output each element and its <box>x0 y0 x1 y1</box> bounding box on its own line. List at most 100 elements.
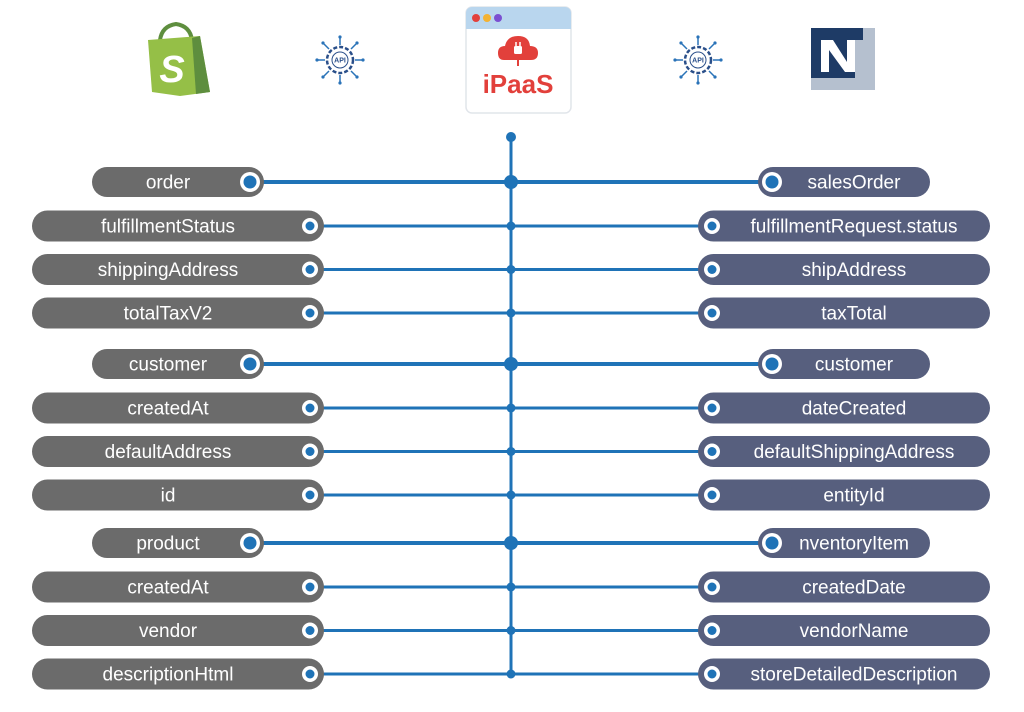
shopify-field-label: id <box>161 486 176 507</box>
netsuite-field-pill <box>758 528 930 558</box>
spine-junction-node <box>504 536 518 550</box>
shopify-field-label: defaultAddress <box>105 442 232 463</box>
shopify-logo: S <box>148 21 210 96</box>
child-mapping-row: descriptionHtml storeDetailedDescription <box>32 658 990 690</box>
shopify-field-label: shippingAddress <box>98 260 238 281</box>
left-connector-dot <box>305 490 315 500</box>
netsuite-field-pill <box>698 571 990 603</box>
shopify-field-pill <box>92 528 264 558</box>
child-mapping-row: createdAt createdDate <box>32 571 990 603</box>
api-label: API <box>334 58 346 65</box>
right-connector-dot <box>707 265 717 274</box>
left-connector-dot <box>305 308 315 318</box>
netsuite-field-label: defaultShippingAddress <box>754 442 955 463</box>
shopify-field-pill <box>32 254 324 285</box>
spine-junction-node <box>506 221 516 231</box>
left-connector-dot <box>305 447 315 456</box>
right-connector-dot <box>707 403 717 413</box>
netsuite-field-label: taxTotal <box>821 304 886 325</box>
netsuite-field-label: nventoryItem <box>799 534 909 555</box>
netsuite-logo <box>811 28 875 90</box>
netsuite-field-pill <box>698 297 990 329</box>
shopify-field-pill <box>32 436 324 467</box>
svg-text:S: S <box>159 49 184 91</box>
right-connector-dot <box>707 626 717 635</box>
shopify-field-label: vendor <box>139 621 198 642</box>
right-connector-dot <box>707 582 717 592</box>
right-connector-dot <box>765 175 779 189</box>
netsuite-field-label: storeDetailedDescription <box>751 665 958 686</box>
netsuite-field-pill <box>698 479 990 511</box>
api-label: API <box>692 58 704 65</box>
right-connector-dot <box>707 221 717 231</box>
shopify-field-pill <box>32 479 324 511</box>
api-gear-icon: API <box>673 35 723 85</box>
shopify-field-pill <box>32 297 324 329</box>
spine-junction-node <box>506 447 516 456</box>
netsuite-field-label: shipAddress <box>802 260 907 281</box>
parent-mapping-row: order salesOrder <box>92 167 930 197</box>
window-dot-icon <box>494 14 502 22</box>
shopify-field-label: customer <box>129 355 208 376</box>
shopify-field-label: createdAt <box>127 578 209 599</box>
left-connector-dot <box>243 536 257 550</box>
child-mapping-row: shippingAddress shipAddress <box>32 254 990 285</box>
right-connector-dot <box>707 447 717 456</box>
child-mapping-row: createdAt dateCreated <box>32 392 990 424</box>
netsuite-field-label: createdDate <box>802 578 906 599</box>
left-connector-dot <box>305 669 315 679</box>
netsuite-field-label: entityId <box>823 486 884 507</box>
spine-junction-node <box>506 626 516 635</box>
child-mapping-row: id entityId <box>32 479 990 511</box>
right-connector-dot <box>765 357 779 371</box>
cloud-plug-icon <box>498 36 538 66</box>
shopify-field-label: createdAt <box>127 399 209 420</box>
parent-mapping-row: product nventoryItem <box>92 528 930 558</box>
netsuite-field-label: fulfillmentRequest.status <box>751 217 958 238</box>
api-gear-icon: API <box>315 35 365 85</box>
spine-junction-node <box>506 669 516 679</box>
left-connector-dot <box>305 265 315 274</box>
shopify-field-pill <box>32 571 324 603</box>
right-connector-dot <box>765 536 779 550</box>
netsuite-field-pill <box>698 254 990 285</box>
left-connector-dot <box>305 221 315 231</box>
ipaas-card: iPaaS <box>465 6 572 114</box>
netsuite-field-label: salesOrder <box>808 173 902 194</box>
spine-junction-node <box>506 403 516 413</box>
spine-junction-node <box>506 582 516 592</box>
child-mapping-row: defaultAddress defaultShippingAddress <box>32 436 990 467</box>
shopify-field-pill <box>32 615 324 646</box>
shopify-field-label: totalTaxV2 <box>124 304 213 325</box>
spine-junction-node <box>506 308 516 318</box>
child-mapping-row: totalTaxV2 taxTotal <box>32 297 990 329</box>
ipaas-label: iPaaS <box>483 69 554 99</box>
left-connector-dot <box>243 357 257 371</box>
left-connector-dot <box>305 403 315 413</box>
right-connector-dot <box>707 308 717 318</box>
shopify-field-label: order <box>146 173 191 194</box>
window-dot-icon <box>472 14 480 22</box>
shopify-field-pill <box>32 210 324 242</box>
netsuite-field-pill <box>698 210 990 242</box>
spine-junction-node <box>506 265 516 274</box>
right-connector-dot <box>707 669 717 679</box>
spine-junction-node <box>504 175 518 189</box>
netsuite-field-pill <box>698 436 990 467</box>
left-connector-dot <box>305 626 315 635</box>
shopify-field-label: product <box>136 534 200 555</box>
shopify-field-pill <box>32 392 324 424</box>
netsuite-field-pill <box>758 349 930 379</box>
netsuite-field-pill <box>698 658 990 690</box>
netsuite-field-pill <box>758 167 930 197</box>
spine-top-node <box>506 132 516 142</box>
netsuite-field-label: vendorName <box>800 621 909 642</box>
shopify-field-pill <box>92 167 264 197</box>
shopify-field-label: descriptionHtml <box>103 665 234 686</box>
netsuite-field-pill <box>698 615 990 646</box>
spine-junction-node <box>506 490 516 500</box>
netsuite-field-pill <box>698 392 990 424</box>
netsuite-field-label: dateCreated <box>802 399 907 420</box>
